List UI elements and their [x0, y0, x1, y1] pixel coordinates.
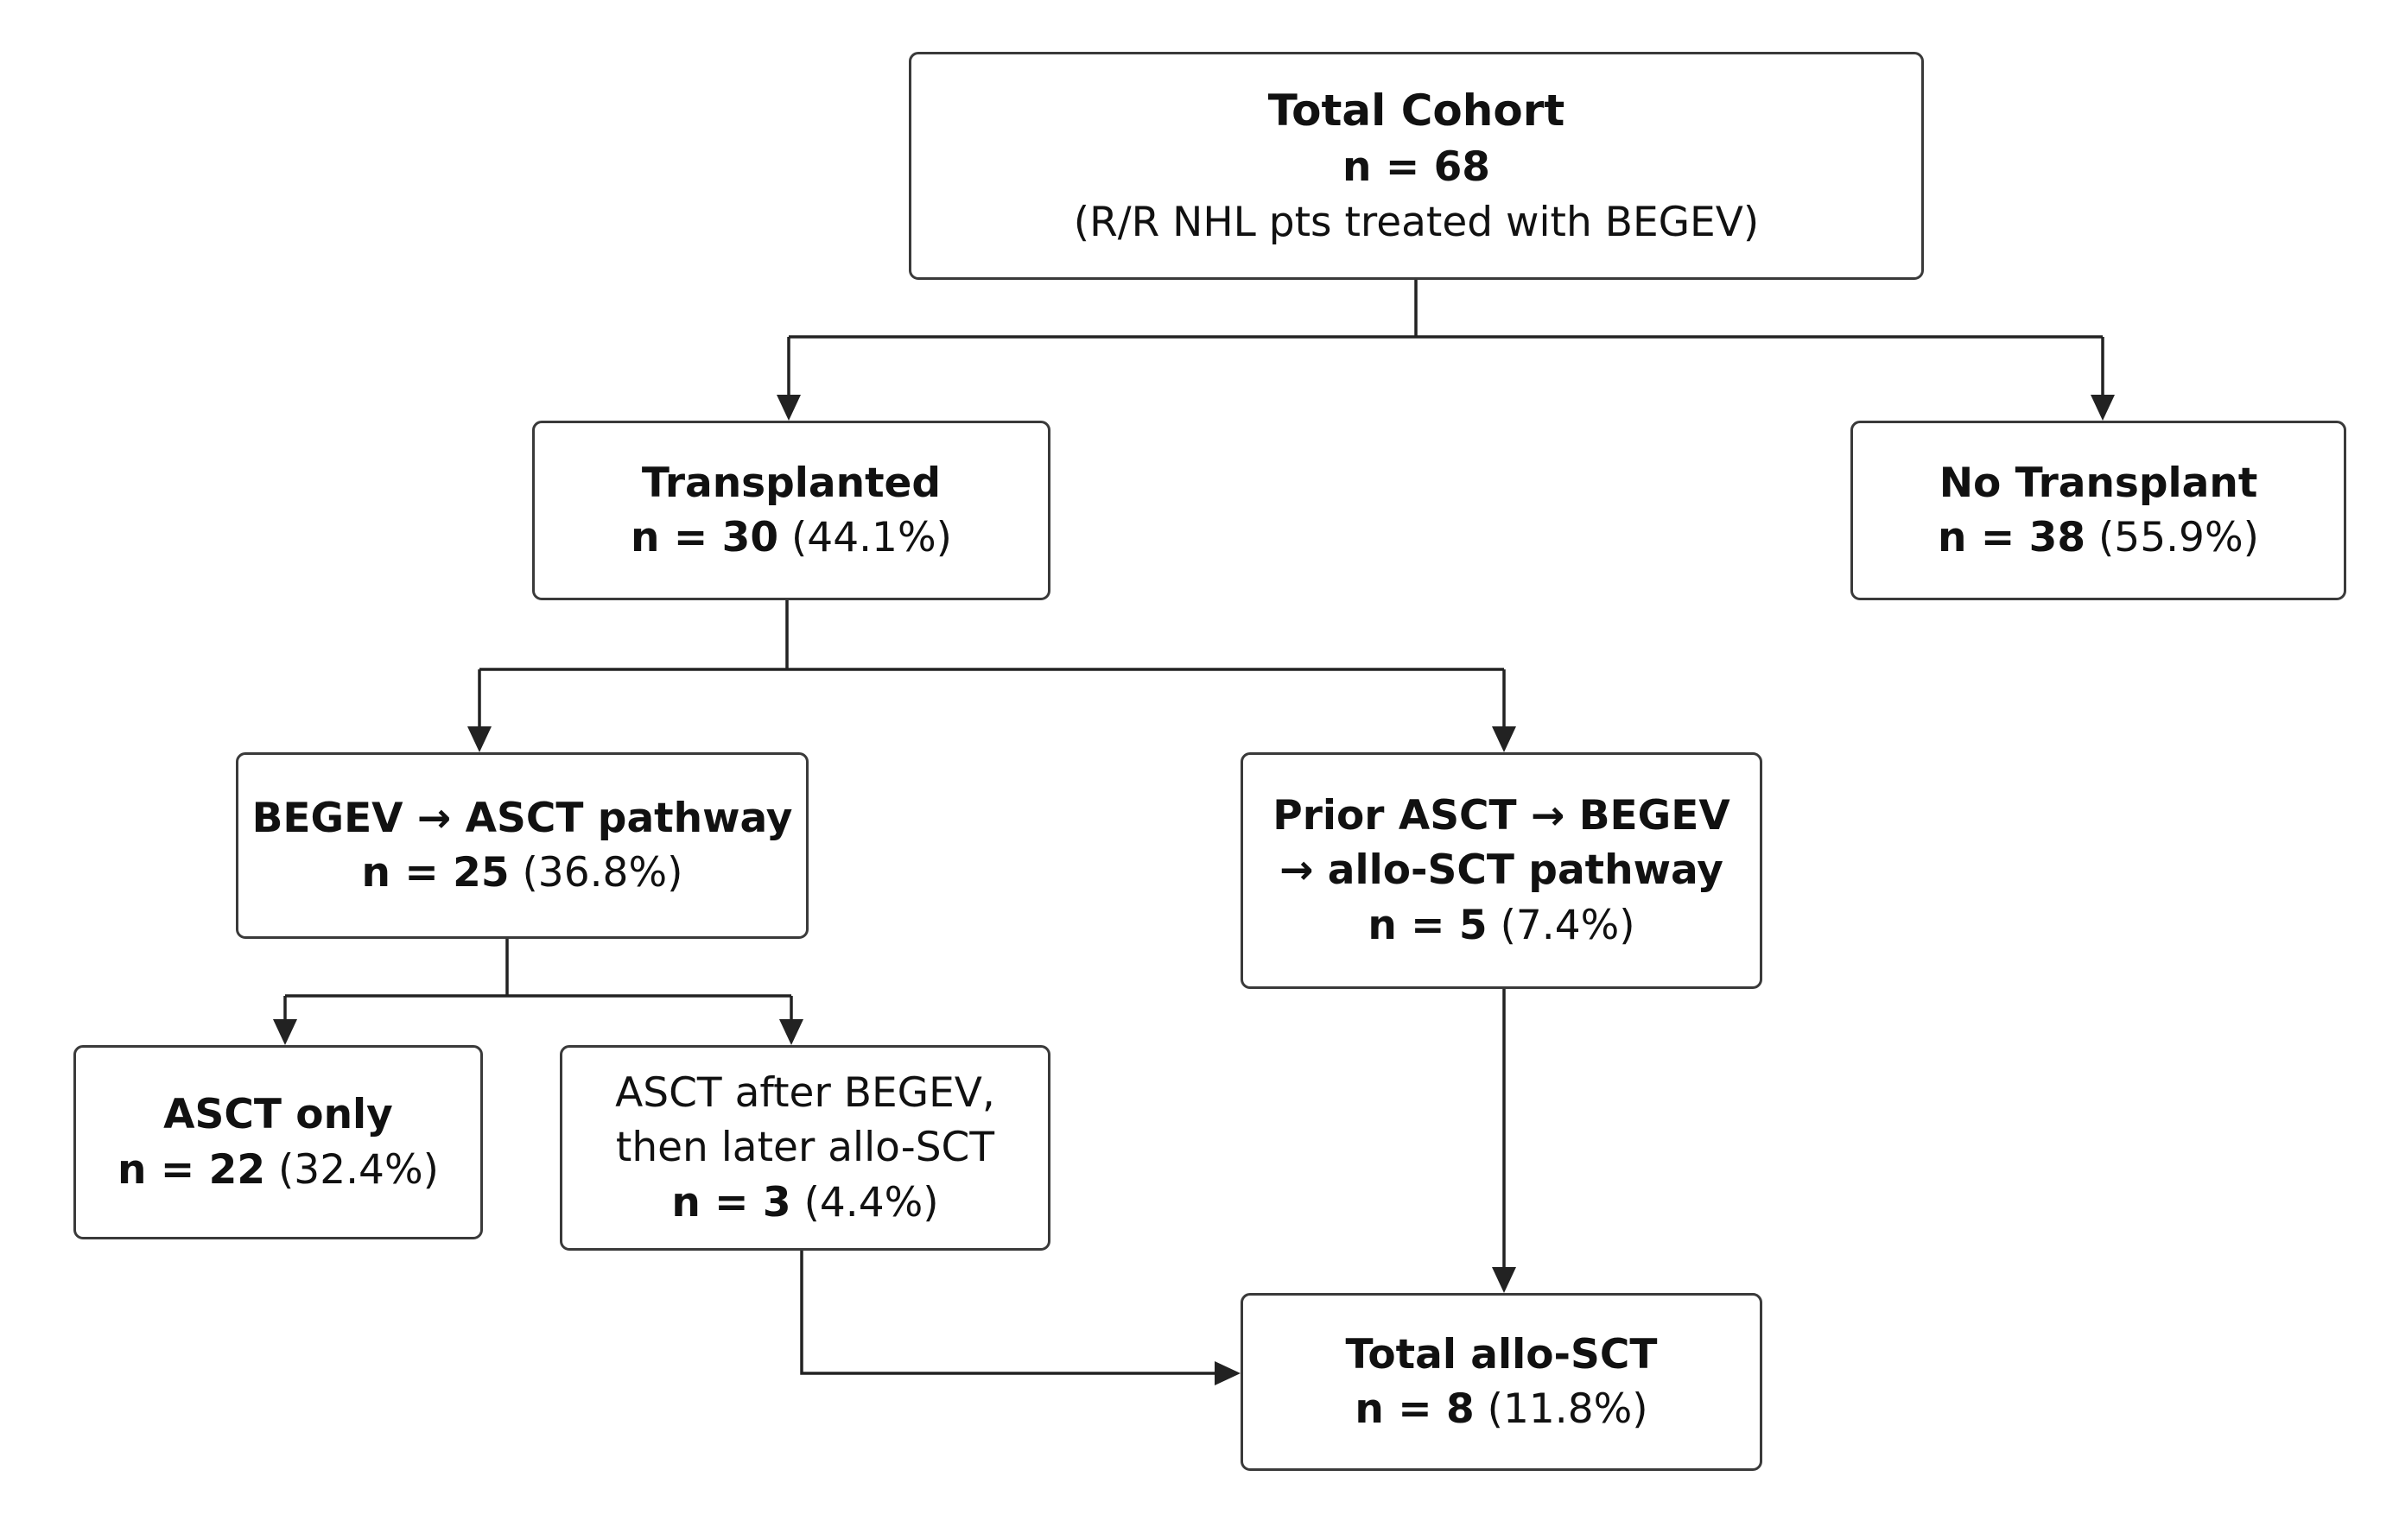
transplanted-pct: (44.1%) — [778, 514, 952, 561]
arrow-to-asct-only — [273, 1019, 297, 1045]
asct-only-count: n = 22 (32.4%) — [117, 1145, 439, 1194]
no-transplant-count: n = 38 (55.9%) — [1938, 514, 2259, 561]
arrow-to-prior-asct — [1492, 726, 1516, 752]
total-cohort-count: n = 68 — [1342, 143, 1490, 192]
arrow-to-asct-after — [779, 1019, 803, 1045]
total-allo-sct-box: Total allo-SCT n = 8 (11.8%) — [1241, 1293, 1762, 1471]
begev-asct-pathway-count: n = 25 (36.8%) — [361, 849, 683, 897]
prior-asct-pathway-box: Prior ASCT → BEGEV → allo-SCT pathway n … — [1241, 752, 1762, 989]
no-transplant-pct: (55.9%) — [2085, 514, 2259, 561]
arrow-to-no-transplant — [2091, 395, 2115, 421]
asct-after-begev-line2: then later allo-SCT — [615, 1124, 995, 1172]
arrow-to-transplanted — [777, 395, 801, 421]
prior-asct-pathway-title-line1: Prior ASCT → BEGEV — [1272, 791, 1730, 840]
total-allo-sct-count: n = 8 (11.8%) — [1355, 1385, 1648, 1433]
total-allo-sct-pct: (11.8%) — [1474, 1385, 1648, 1433]
transplanted-title: Transplanted — [641, 459, 942, 507]
asct-after-begev-count: n = 3 (4.4%) — [671, 1178, 939, 1226]
arrow-asct-after-to-total-allo — [1215, 1361, 1241, 1385]
total-cohort-subtitle: (R/R NHL pts treated with BEGEV) — [1073, 198, 1760, 246]
transplanted-count: n = 30 (44.1%) — [631, 514, 952, 561]
total-cohort-box: Total Cohort n = 68 (R/R NHL pts treated… — [909, 52, 1924, 280]
asct-after-begev-pct: (4.4%) — [790, 1178, 939, 1226]
prior-asct-pathway-n: 5 — [1458, 901, 1488, 949]
no-transplant-title: No Transplant — [1939, 459, 2258, 507]
connector-asct-after-to-total-allo — [800, 1251, 1215, 1375]
total-allo-sct-n: 8 — [1445, 1385, 1475, 1433]
asct-after-begev-box: ASCT after BEGEV, then later allo-SCT n … — [560, 1045, 1050, 1251]
total-allo-sct-title: Total allo-SCT — [1345, 1330, 1658, 1378]
no-transplant-n: 38 — [2028, 514, 2086, 561]
arrow-to-begev-asct — [467, 726, 492, 752]
total-cohort-n: 68 — [1433, 143, 1490, 192]
prior-asct-pathway-pct: (7.4%) — [1487, 901, 1635, 949]
asct-only-pct: (32.4%) — [265, 1145, 439, 1194]
arrow-to-total-allo — [1492, 1267, 1516, 1293]
begev-asct-pathway-n: 25 — [453, 849, 510, 897]
prior-asct-pathway-count: n = 5 (7.4%) — [1368, 901, 1635, 949]
asct-only-title: ASCT only — [163, 1091, 393, 1139]
asct-after-begev-n: 3 — [762, 1178, 791, 1226]
begev-asct-pathway-title: BEGEV → ASCT pathway — [251, 794, 793, 842]
transplanted-box: Transplanted n = 30 (44.1%) — [532, 421, 1050, 600]
asct-after-begev-line1: ASCT after BEGEV, — [615, 1068, 995, 1117]
prior-asct-pathway-title-line2: → allo-SCT pathway — [1279, 846, 1723, 895]
asct-only-box: ASCT only n = 22 (32.4%) — [73, 1045, 483, 1239]
total-cohort-title: Total Cohort — [1267, 85, 1565, 136]
transplanted-n: 30 — [721, 514, 779, 561]
no-transplant-box: No Transplant n = 38 (55.9%) — [1850, 421, 2346, 600]
begev-asct-pathway-pct: (36.8%) — [509, 849, 683, 897]
begev-asct-pathway-box: BEGEV → ASCT pathway n = 25 (36.8%) — [236, 752, 809, 939]
asct-only-n: 22 — [208, 1145, 266, 1194]
